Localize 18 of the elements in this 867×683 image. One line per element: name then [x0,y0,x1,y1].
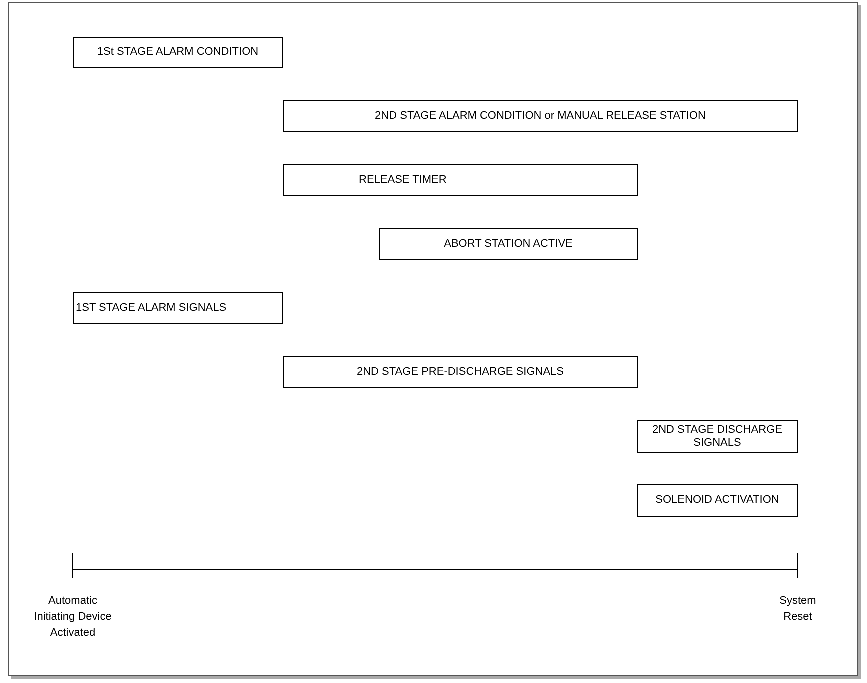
timing-bar [73,37,283,68]
bar-label: 2ND STAGE PRE-DISCHARGE SIGNALS [356,366,564,378]
timing-bar [379,228,638,260]
timing-bar [283,100,798,132]
timing-bar [637,420,798,453]
bar-label: SOLENOID ACTIVATION [656,494,780,507]
timeline-label: Automatic Initiating Device Activated [33,594,113,641]
bar-label: 2ND STAGE DISCHARGE SIGNALS [652,424,784,450]
bar-label: ABORT STATION ACTIVE [444,238,573,250]
timeline-label: System Reset [778,594,818,625]
bar-label: 2ND STAGE ALARM CONDITION or MANUAL RELEASE STATION [375,110,706,122]
timing-bar [283,164,638,196]
timing-bar [637,484,798,517]
timing-bar [283,356,638,388]
bar-label: 1ST STAGE ALARM SIGNALS [76,302,227,314]
bar-label: 1St STAGE ALARM CONDITION [97,46,259,59]
bar-label: RELEASE TIMER [359,174,447,186]
timing-bar [73,292,283,324]
